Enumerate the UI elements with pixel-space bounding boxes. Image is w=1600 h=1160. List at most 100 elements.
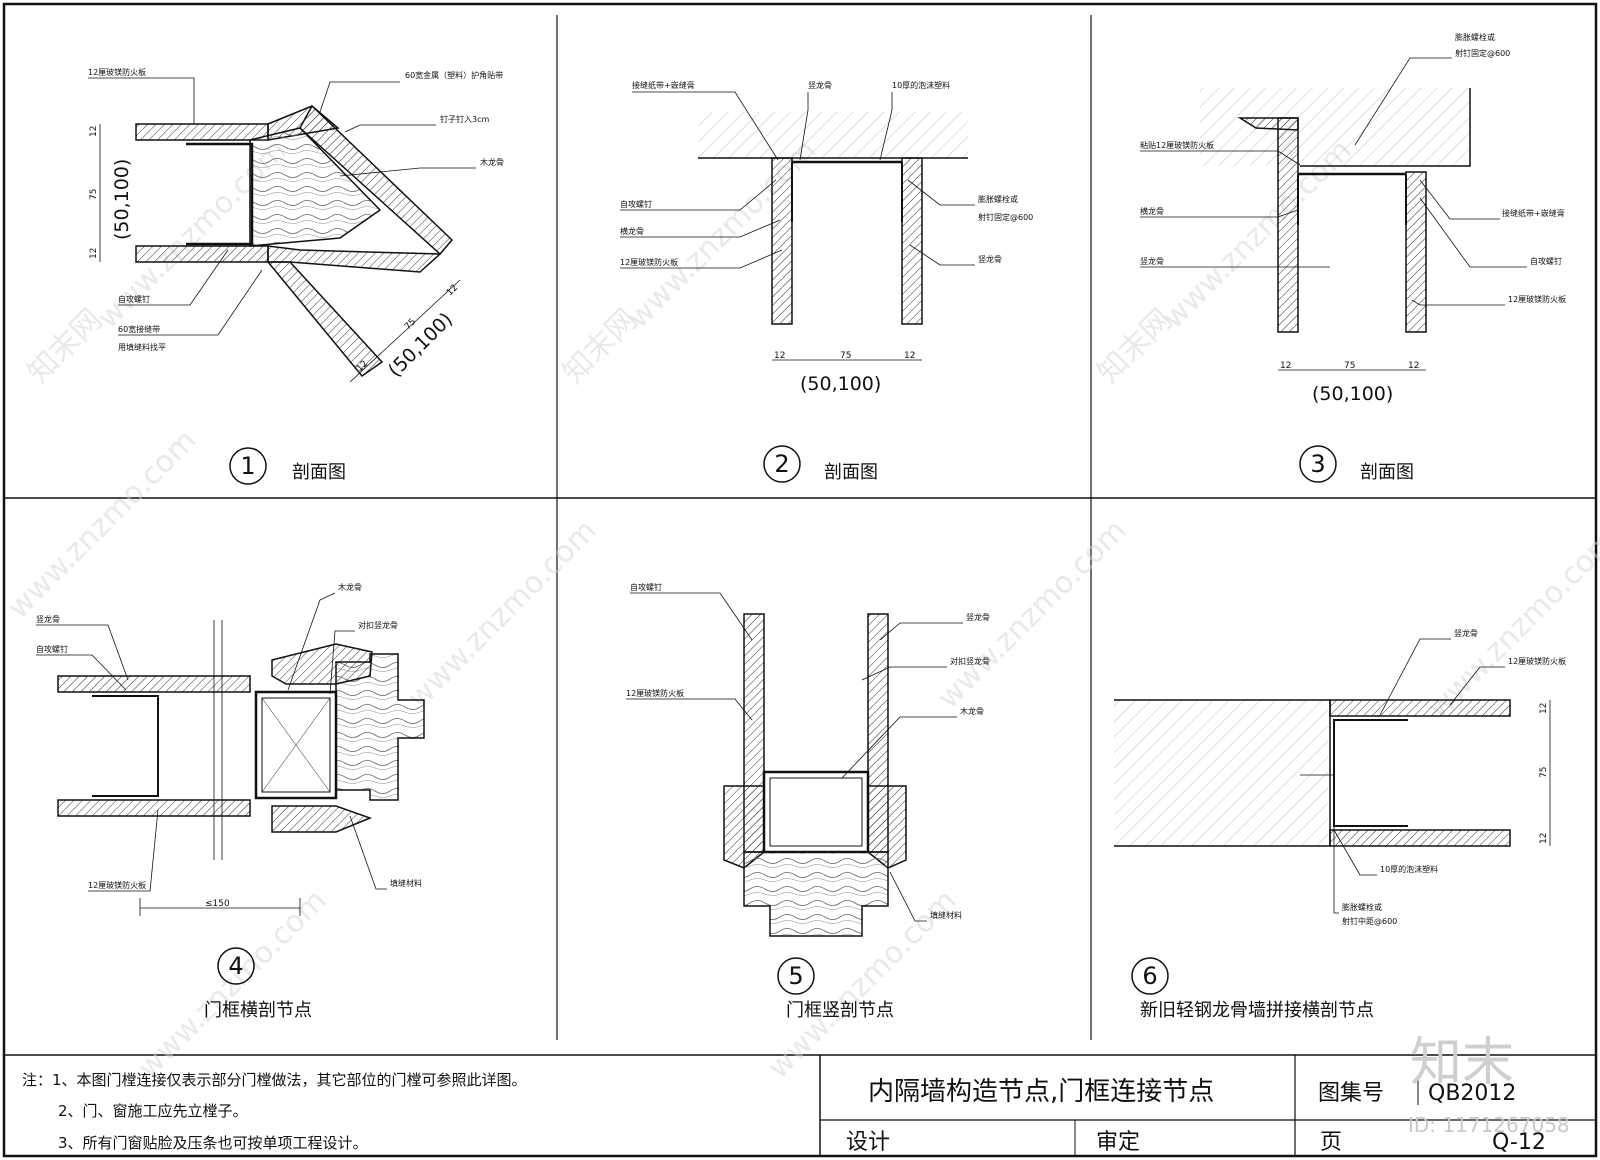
detail-1-label: 12厘玻镁防火板: [88, 67, 146, 77]
page-number: Q-12: [1492, 1130, 1546, 1155]
detail-6-number: 6: [1142, 962, 1157, 990]
detail-6-label: 射钉中距@600: [1342, 916, 1397, 926]
detail-5-label: 12厘玻镁防火板: [626, 688, 684, 698]
detail-1: 12厘玻镁防火板 60宽金属（塑料）护角贴带 钉子钉入3cm 木龙骨 自攻螺钉 …: [88, 67, 504, 485]
watermark-site: www.znzmo.com: [401, 513, 604, 716]
detail-2-label: 竖龙骨: [808, 80, 832, 90]
detail-2-label: 自攻螺钉: [620, 199, 652, 209]
detail-4-dim: ≤150: [205, 899, 230, 909]
watermark-site: www.znzmo.com: [1, 423, 204, 626]
detail-4: 木龙骨 竖龙骨 对扣竖龙骨 自攻螺钉 12厘玻镁防火板 填缝材料 ≤150 4 …: [36, 582, 425, 1021]
detail-6-label: 膨胀螺栓或: [1342, 902, 1382, 912]
detail-4-label: 竖龙骨: [36, 614, 60, 624]
detail-5-label: 木龙骨: [960, 706, 984, 716]
detail-1-dim: (50,100): [384, 308, 457, 381]
detail-2-dim: 75: [840, 351, 851, 361]
watermark-site: www.znzmo.com: [931, 513, 1134, 716]
detail-2-number-circle: [763, 445, 801, 483]
notes-block: 注：1、本图门樘连接仅表示部分门樘做法，其它部位的门樘可参照此详图。 2、门、窗…: [22, 1071, 527, 1152]
detail-5-number: 5: [788, 962, 803, 990]
detail-2-dim: 12: [904, 351, 915, 361]
image-id: ID: 1171267058: [1408, 1113, 1570, 1137]
detail-2-section-drawing: [698, 112, 968, 325]
detail-6-label: 10厚的泡沫塑料: [1380, 864, 1438, 874]
detail-3-dim: 12: [1408, 361, 1419, 371]
detail-5-label: 竖龙骨: [966, 612, 990, 622]
detail-4-number-circle: [217, 947, 255, 985]
detail-6-dim: 12: [1539, 703, 1549, 714]
detail-2-dim: (50,100): [800, 373, 881, 395]
detail-1-section-drawing: [135, 104, 454, 378]
detail-1-dim: 12: [445, 283, 460, 298]
detail-4-label: 12厘玻镁防火板: [88, 880, 146, 890]
detail-3-label: 粘贴12厘玻镁防火板: [1140, 140, 1214, 150]
design-label: 设计: [846, 1130, 890, 1155]
detail-2-caption: 剖面图: [824, 462, 878, 483]
detail-3-label: 膨胀螺栓或: [1455, 32, 1495, 42]
detail-3-label: 竖龙骨: [1140, 256, 1164, 266]
drawing-title: 内隔墙构造节点,门框连接节点: [868, 1077, 1214, 1107]
detail-2-label: 射钉固定@600: [978, 212, 1033, 222]
detail-3-caption: 剖面图: [1360, 462, 1414, 483]
detail-2-number: 2: [774, 450, 789, 478]
detail-5-caption: 门框竖剖节点: [786, 1000, 894, 1021]
detail-4-label: 填缝材料: [390, 878, 422, 888]
detail-1-caption: 剖面图: [292, 462, 346, 483]
detail-1-number: 1: [240, 452, 255, 480]
detail-5-number-circle: [777, 957, 815, 995]
detail-6-caption: 新旧轻钢龙骨墙拼接横剖节点: [1140, 1000, 1374, 1021]
detail-6-dim: 75: [1539, 767, 1549, 778]
detail-1-label: 自攻螺钉: [118, 294, 150, 304]
detail-3-number: 3: [1310, 450, 1325, 478]
review-label: 审定: [1096, 1130, 1140, 1155]
detail-1-dim: 12: [89, 248, 99, 259]
detail-5-label: 填缝材料: [930, 910, 962, 920]
brand-logo: 知末: [1410, 1033, 1514, 1093]
title-block: 内隔墙构造节点,门框连接节点 图集号 QB2012 设计 审定 页 Q-12: [846, 1077, 1546, 1155]
detail-1-dim: (50,100): [111, 159, 133, 240]
detail-1-label: 60宽金属（塑料）护角贴带: [405, 70, 503, 80]
detail-3-label: 射钉固定@600: [1455, 48, 1510, 58]
detail-2: 接缝纸带+嵌缝膏 竖龙骨 10厚的泡沫塑料 自攻螺钉 横龙骨 12厘玻镁防火板 …: [620, 80, 1033, 483]
detail-6-dim: 12: [1539, 833, 1549, 844]
page-label: 页: [1320, 1130, 1342, 1155]
note-line-3: 3、所有门窗贴脸及压条也可按单项工程设计。: [58, 1134, 368, 1152]
detail-3-dim: 12: [1280, 361, 1291, 371]
detail-1-label: 60宽接缝带: [118, 324, 160, 334]
detail-5-label: 自攻螺钉: [630, 582, 662, 592]
detail-1-number-circle: [229, 447, 267, 485]
detail-2-label: 10厚的泡沫塑料: [892, 80, 950, 90]
note-line-2: 2、门、窗施工应先立樘子。: [58, 1102, 248, 1120]
detail-3-label: 12厘玻镁防火板: [1508, 294, 1566, 304]
detail-4-section-drawing: [57, 620, 425, 860]
detail-1-dim: 75: [89, 189, 99, 200]
detail-5-label: 对扣竖龙骨: [950, 656, 990, 666]
detail-1-label: 木龙骨: [480, 157, 504, 167]
detail-1-dim: 75: [403, 317, 418, 332]
detail-4-number: 4: [228, 952, 243, 980]
watermark-site: www.znzmo.com: [621, 133, 824, 336]
detail-2-dim: 12: [774, 351, 785, 361]
detail-3-number-circle: [1299, 445, 1337, 483]
note-line-1: 注：1、本图门樘连接仅表示部分门樘做法，其它部位的门樘可参照此详图。: [22, 1071, 527, 1089]
atlas-number-label: 图集号: [1318, 1081, 1384, 1106]
detail-4-label: 对扣竖龙骨: [358, 620, 398, 630]
watermark-site: www.znzmo.com: [1421, 523, 1600, 726]
detail-3-label: 接缝纸带+嵌缝膏: [1502, 208, 1565, 218]
detail-4-caption: 门框横剖节点: [204, 1000, 312, 1021]
detail-3-dim: 75: [1344, 361, 1355, 371]
detail-3-section-drawing: [1200, 88, 1471, 333]
detail-3-dim: (50,100): [1312, 383, 1393, 405]
detail-5: 自攻螺钉 竖龙骨 对扣竖龙骨 12厘玻镁防火板 木龙骨 填缝材料 5 门框竖剖节…: [626, 582, 990, 1021]
detail-1-label: 钉子钉入3cm: [440, 114, 489, 124]
detail-6-section-drawing: [1114, 699, 1511, 847]
detail-2-label: 12厘玻镁防火板: [620, 257, 678, 267]
detail-6: 竖龙骨 12厘玻镁防火板 10厚的泡沫塑料 膨胀螺栓或 射钉中距@600 12 …: [1114, 628, 1566, 1021]
detail-6-label: 12厘玻镁防火板: [1508, 656, 1566, 666]
detail-2-label: 接缝纸带+嵌缝膏: [632, 80, 695, 90]
detail-2-label: 膨胀螺栓或: [978, 194, 1018, 204]
detail-6-label: 竖龙骨: [1454, 628, 1478, 638]
detail-6-number-circle: [1131, 957, 1169, 995]
